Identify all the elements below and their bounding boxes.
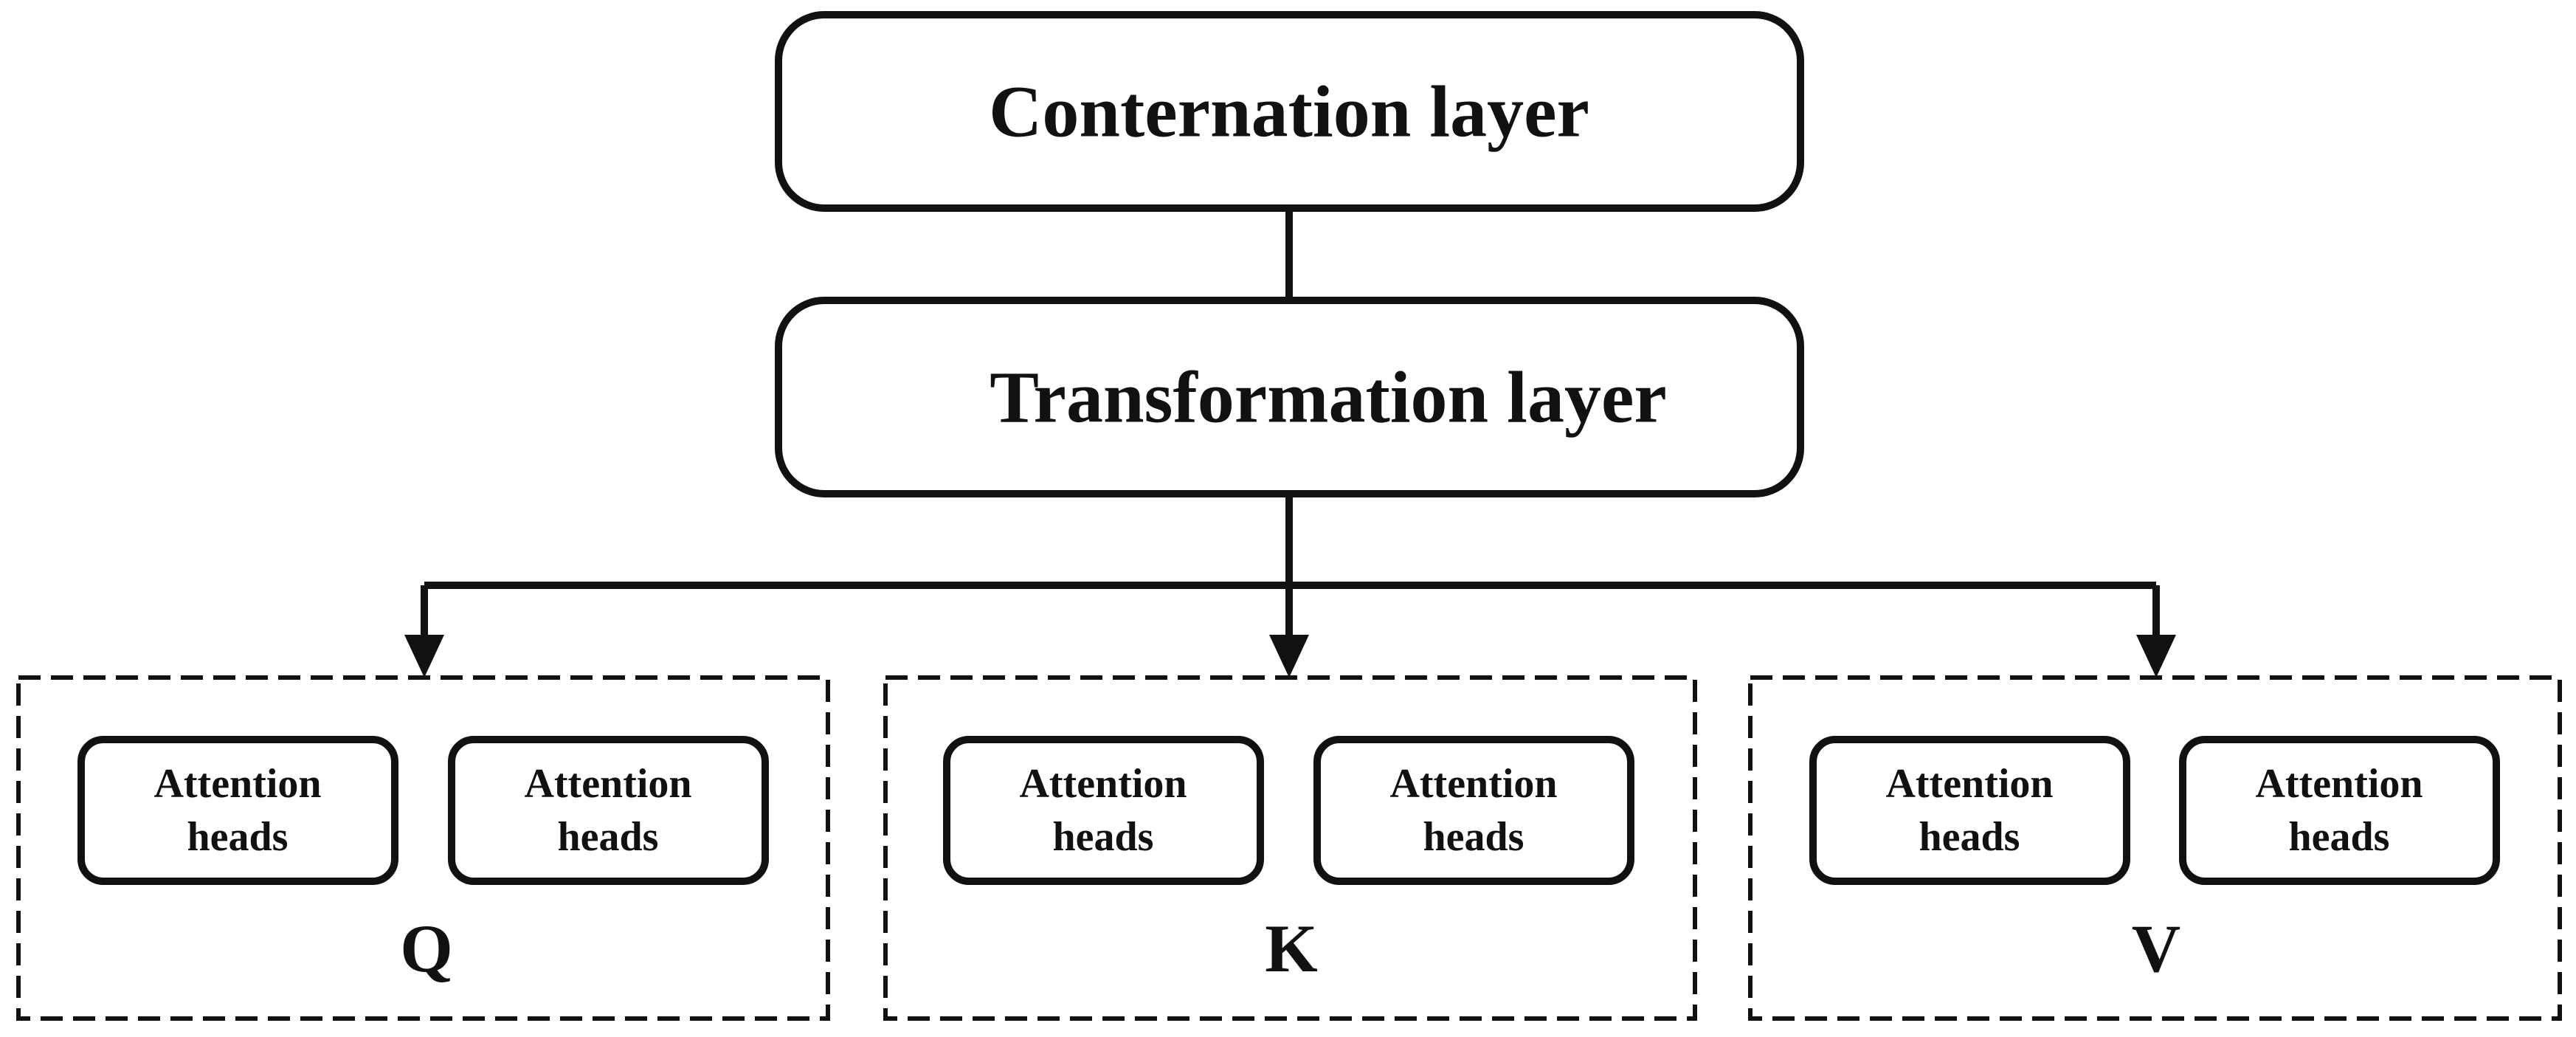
arrow-to-k (1269, 585, 1309, 678)
group-v: Attention heads Attention heads V (1748, 675, 2562, 1021)
conternation-layer-node: Conternation layer (775, 11, 1804, 212)
attention-head-k-1: Attention heads (943, 736, 1264, 885)
attention-head-q-2: Attention heads (448, 736, 769, 885)
group-k-dashed-frame (883, 675, 1697, 1021)
arrowhead-v (2136, 635, 2176, 678)
attention-head-k-2: Attention heads (1313, 736, 1634, 885)
group-k-label: K (1265, 911, 1318, 986)
attention-head-k-2-line1: Attention (1389, 761, 1557, 807)
group-q-dashed-frame (16, 675, 830, 1021)
conternation-layer-label: Conternation layer (989, 71, 1589, 153)
attention-head-v-2-line1: Attention (2255, 761, 2423, 807)
group-q: Attention heads Attention heads Q (16, 675, 830, 1021)
attention-head-v-2-line2: heads (2289, 814, 2390, 860)
group-v-label: V (2132, 911, 2180, 986)
attention-head-v-1-line1: Attention (1885, 761, 2053, 807)
arrow-to-q (404, 585, 444, 678)
transformation-layer-label: Transformation layer (990, 356, 1666, 438)
attention-head-k-2-line2: heads (1423, 814, 1524, 860)
attention-head-q-1-line2: heads (187, 814, 289, 860)
arrowhead-q (404, 635, 444, 678)
attention-head-q-2-line2: heads (558, 814, 659, 860)
attention-head-v-1: Attention heads (1809, 736, 2130, 885)
attention-head-v-2: Attention heads (2179, 736, 2500, 885)
attention-head-q-1-line1: Attention (153, 761, 321, 807)
transformation-layer-node: Transformation layer (775, 297, 1804, 497)
attention-head-q-2-line1: Attention (524, 761, 691, 807)
attention-head-v-1-line2: heads (1919, 814, 2020, 860)
group-v-dashed-frame (1748, 675, 2562, 1021)
arrowhead-k (1269, 635, 1309, 678)
group-q-label: Q (400, 911, 453, 986)
attention-head-k-1-line2: heads (1053, 814, 1154, 860)
attention-head-q-1: Attention heads (77, 736, 398, 885)
arrow-to-v (2136, 585, 2176, 678)
attention-head-k-1-line1: Attention (1019, 761, 1187, 807)
group-k: Attention heads Attention heads K (883, 675, 1697, 1021)
